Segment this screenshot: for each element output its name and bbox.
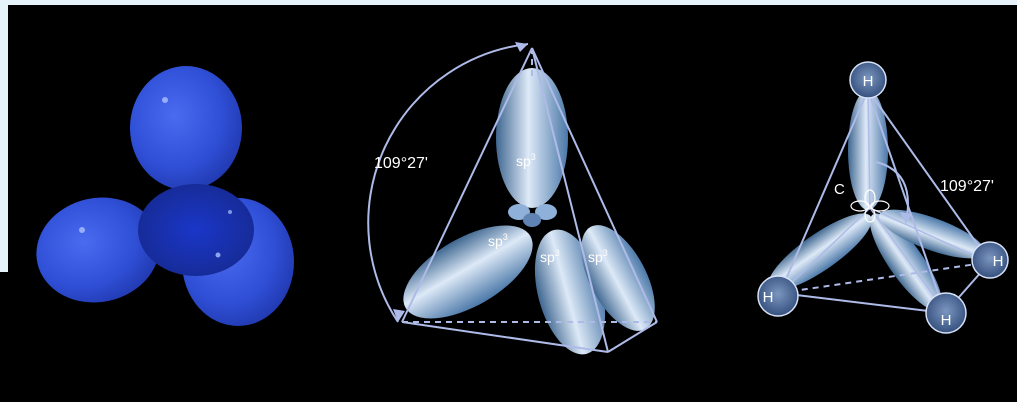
hydrogen-atom-left: H (757, 275, 799, 317)
middle-tetrahedron-model: 109°27' sp3 sp3 sp3 sp3 (367, 42, 658, 355)
middle-angle-label: 109°27' (374, 155, 428, 172)
left-left-lobe (36, 197, 160, 303)
left-top-lobe (130, 66, 242, 190)
middle-left-lobe (403, 225, 533, 319)
svg-text:H: H (941, 312, 952, 329)
orbital-label-top: sp3 (516, 152, 536, 169)
right-left-lobe (768, 213, 872, 291)
svg-text:H: H (863, 73, 874, 90)
svg-text:H: H (763, 289, 774, 306)
corner-backdrop (0, 0, 1017, 272)
middle-angle-arc (367, 43, 529, 323)
right-methane-model: H H H H C 109°27' (757, 61, 1009, 334)
hydrogen-atom-top: H (849, 61, 887, 99)
hydrogen-atom-front: H (925, 292, 967, 334)
right-angle-arc (875, 161, 909, 223)
left-orbital-model (36, 66, 294, 326)
hydrogen-atom-right: H (971, 241, 1009, 279)
svg-text:H: H (993, 253, 1004, 270)
right-angle-label: 109°27' (940, 178, 994, 195)
right-front-lobe (869, 213, 943, 311)
orbital-label-front: sp3 (540, 248, 560, 265)
middle-top-lobe (496, 68, 568, 208)
middle-right-lobe (581, 225, 655, 331)
orbital-label-right: sp3 (588, 248, 608, 265)
carbon-label: C (834, 181, 845, 198)
left-core (138, 184, 254, 276)
orbital-label-left: sp3 (488, 232, 508, 249)
carbon-center (850, 189, 890, 223)
